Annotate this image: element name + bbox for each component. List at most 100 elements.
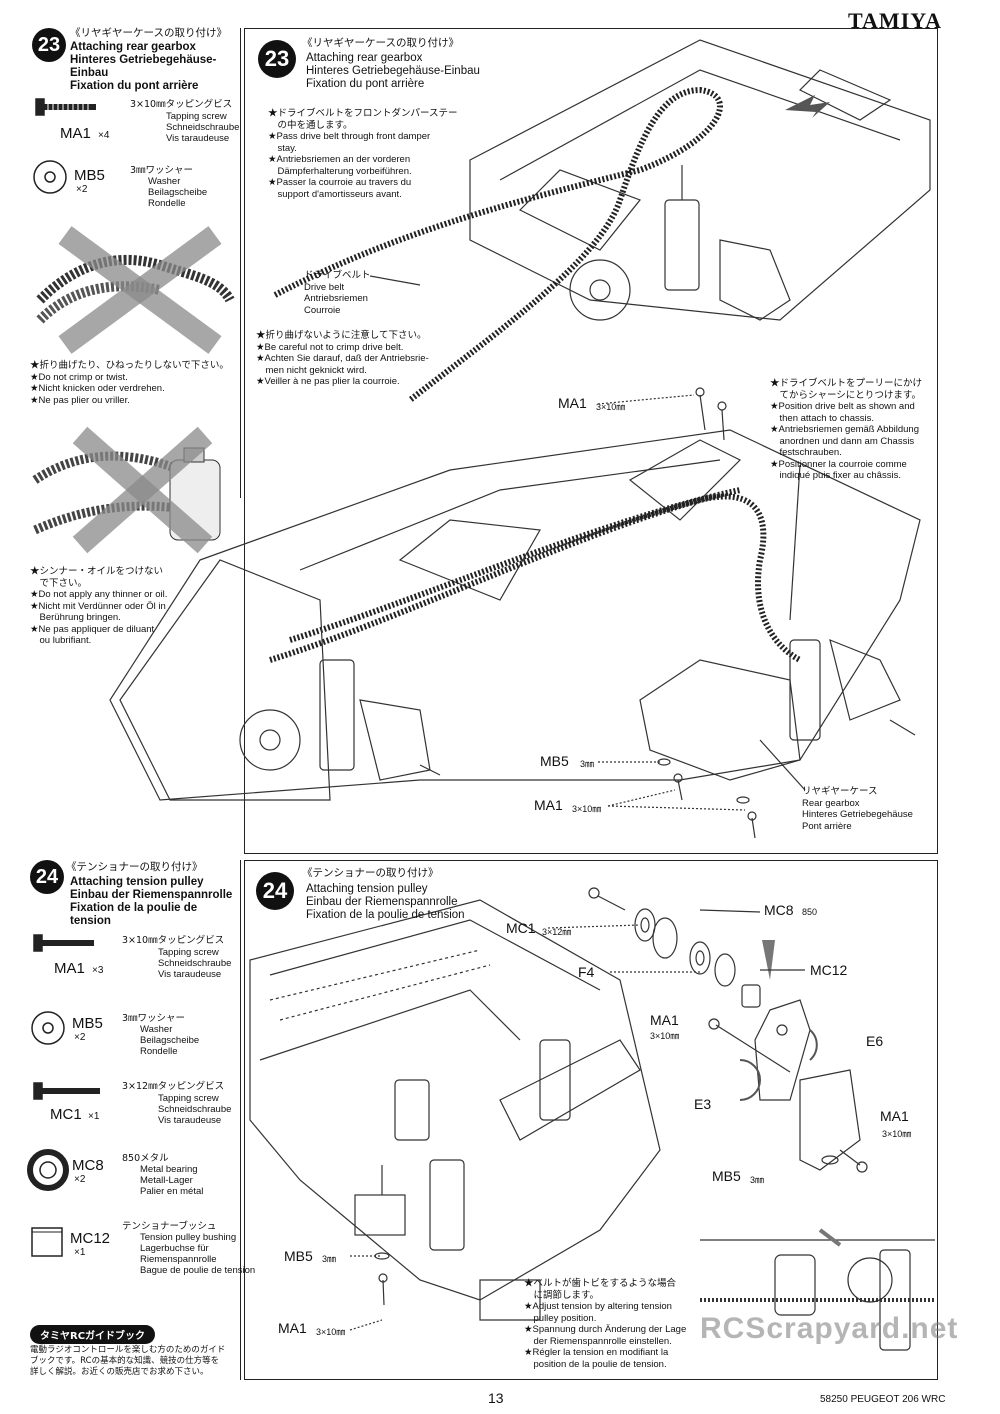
part24-mc8-fr: Palier en métal xyxy=(140,1186,204,1197)
part24-mc8-qty: ×2 xyxy=(74,1174,86,1185)
part24-mb5-fr: Rondelle xyxy=(140,1046,178,1057)
footer-model: 58250 PEUGEOT 206 WRC xyxy=(820,1394,946,1405)
part24-ma1-en: Tapping screw xyxy=(158,947,219,958)
washer-icon xyxy=(31,1011,65,1045)
callout-e6: E6 xyxy=(866,1033,884,1049)
step23-diagram-title-de: Hinteres Getriebegehäuse-Einbau xyxy=(306,65,480,77)
warning-crimp: ★折り曲げたり、ひねったりしないで下さい。 ★Do not crimp or t… xyxy=(30,360,229,406)
callout-mb5-spec: 3㎜ xyxy=(580,759,595,769)
page-number: 13 xyxy=(488,1390,504,1406)
part24-ma1-qty: ×3 xyxy=(92,965,104,976)
note-position-belt: ★ドライブベルトをプーリーにかけ てからシャーシにとりつけます。 ★Positi… xyxy=(770,378,923,481)
washer-icon xyxy=(33,160,67,194)
callout-mb5-24-left-spec: 3㎜ xyxy=(322,1254,337,1264)
screw-icon xyxy=(33,934,94,952)
screw-icon xyxy=(35,98,96,116)
callout-mb5-24-left: MB5 xyxy=(284,1248,313,1264)
part-ma1-spec: 3×10㎜タッピングビス xyxy=(130,99,233,110)
step24-diagram-title-de: Einbau der Riemenspannrolle xyxy=(306,896,458,908)
callout-ma1-bottom-spec: 3×10㎜ xyxy=(572,804,602,814)
callout-mb5: MB5 xyxy=(540,753,569,769)
part24-ma1-code: MA1 xyxy=(54,960,85,977)
step24-title-jp: 《テンショナーの取り付け》 xyxy=(66,861,203,873)
part24-mc8-en: Metal bearing xyxy=(140,1164,198,1175)
part-mb5-spec: 3㎜ワッシャー xyxy=(130,165,194,176)
step23-diagram-title-en: Attaching rear gearbox xyxy=(306,52,423,64)
step24-diagram-title-fr: Fixation de la poulie de tension xyxy=(306,909,465,921)
part24-mb5-de: Beilagscheibe xyxy=(140,1035,200,1046)
part24-mc1-qty: ×1 xyxy=(88,1111,100,1122)
callout-mc1: MC1 xyxy=(506,920,536,936)
part-mb5-en: Washer xyxy=(148,176,181,187)
step24-chassis-drawing xyxy=(249,887,935,1351)
part24-mc12-code: MC12 xyxy=(70,1230,111,1247)
callout-ma1-24-right: MA1 xyxy=(880,1108,909,1124)
part24-mc1-spec: 3×12㎜タッピングビス xyxy=(122,1081,225,1092)
callout-mb5-24-right: MB5 xyxy=(712,1168,741,1184)
part24-mc8-code: MC8 xyxy=(72,1157,104,1174)
part-mb5-code: MB5 xyxy=(74,167,105,184)
note-adjust-tension: ★ベルトが歯トビをするような場合 に調節します。 ★Adjust tension… xyxy=(524,1278,687,1370)
part24-mc1-code: MC1 xyxy=(50,1106,82,1123)
note-pass-belt: ★ドライブベルトをフロントダンパーステー の中を通します。 ★Pass driv… xyxy=(268,108,458,200)
step23-diagram-title-fr: Fixation du pont arrière xyxy=(306,78,425,90)
part24-mc12-fr: Bague de poulie de tension xyxy=(140,1265,256,1276)
crimp-belt-icon xyxy=(36,226,235,354)
no-oil-icon xyxy=(32,426,221,554)
callout-ma1-top-spec: 3×10㎜ xyxy=(596,402,626,412)
part-ma1-qty: ×4 xyxy=(98,130,110,141)
callout-ma1-top: MA1 xyxy=(558,395,587,411)
watermark: RCScrapyard.net xyxy=(700,1312,959,1345)
callout-mb5-24-right-spec: 3㎜ xyxy=(750,1175,765,1185)
bearing-icon xyxy=(27,1149,69,1191)
callout-ma1-24-left-spec: 3×10㎜ xyxy=(316,1327,346,1337)
step23-chassis-drawing xyxy=(109,39,931,839)
part24-mc8-de: Metall-Lager xyxy=(140,1175,193,1186)
callout-e3: E3 xyxy=(694,1096,712,1112)
part-mb5-qty: ×2 xyxy=(76,184,88,195)
callout-mc12: MC12 xyxy=(810,962,848,978)
step23-diagram-badge: 23 xyxy=(258,40,296,78)
part24-mc12-spec: テンショナーブッシュ xyxy=(122,1221,217,1232)
step24-diagram-badge: 24 xyxy=(256,872,294,910)
step23-title-jp: 《リヤギヤーケースの取り付け》 xyxy=(70,27,227,39)
step24-title-en: Attaching tension pulley xyxy=(70,876,204,888)
sidebar-divider-23 xyxy=(240,28,241,498)
step23-badge: 23 xyxy=(32,28,66,62)
step24-title-de: Einbau der Riemenspannrolle xyxy=(70,889,233,901)
callout-mc8-spec: 850 xyxy=(802,907,818,917)
part24-mc8-spec: 850メタル xyxy=(122,1153,169,1164)
sidebar-divider-24 xyxy=(240,860,241,1380)
part24-mc12-en: Tension pulley bushing xyxy=(140,1232,237,1243)
part24-mc1-fr: Vis taraudeuse xyxy=(158,1115,222,1126)
step24-diagram-title-jp: 《テンショナーの取り付け》 xyxy=(302,867,439,879)
warning-oil: ★シンナー・オイルをつけない で下さい。 ★Do not apply any t… xyxy=(30,566,168,646)
label-rear-gearbox: リヤギヤーケース Rear gearbox Hinteres Getriebeg… xyxy=(802,786,913,832)
label-drive-belt: ドライブベルト Drive belt Antriebsriemen Courro… xyxy=(304,270,371,316)
part24-mc1-en: Tapping screw xyxy=(158,1093,219,1104)
callout-mc1-spec: 3×12㎜ xyxy=(542,927,572,937)
part24-ma1-spec: 3×10㎜タッピングビス xyxy=(122,935,225,946)
step24-badge: 24 xyxy=(30,860,64,894)
guidebook-text: 電動ラジオコントロールを楽しむ方のためのガイド ブックです。RCの基本的な知識、… xyxy=(30,1345,226,1377)
callout-ma1-24-left: MA1 xyxy=(278,1320,307,1336)
note-crimp-belt: ★折り曲げないように注意して下さい。 ★Be careful not to cr… xyxy=(256,330,429,387)
part24-mb5-code: MB5 xyxy=(72,1015,103,1032)
part-ma1-fr: Vis taraudeuse xyxy=(166,133,230,144)
step24-title-fr-2: tension xyxy=(70,915,111,927)
part24-mc12-de: Lagerbuchse für xyxy=(140,1243,209,1254)
screw-icon xyxy=(33,1082,100,1100)
guidebook-badge: タミヤRCガイドブック xyxy=(30,1325,156,1344)
step24-diagram-title-en: Attaching tension pulley xyxy=(306,883,428,895)
part-mb5-fr: Rondelle xyxy=(148,198,186,209)
part24-mc12-qty: ×1 xyxy=(74,1247,86,1258)
callout-ma1-24-spec: 3×10㎜ xyxy=(650,1031,680,1041)
part-ma1-de: Schneidschraube xyxy=(166,122,240,133)
part24-ma1-fr: Vis taraudeuse xyxy=(158,969,222,980)
step23-title-de-1: Hinteres Getriebegehäuse- xyxy=(70,54,217,66)
callout-ma1-24-right-spec: 3×10㎜ xyxy=(882,1129,912,1139)
step23-title-en: Attaching rear gearbox xyxy=(70,41,196,53)
callout-f4: F4 xyxy=(578,964,595,980)
step24-title-fr-1: Fixation de la poulie de xyxy=(70,902,198,914)
